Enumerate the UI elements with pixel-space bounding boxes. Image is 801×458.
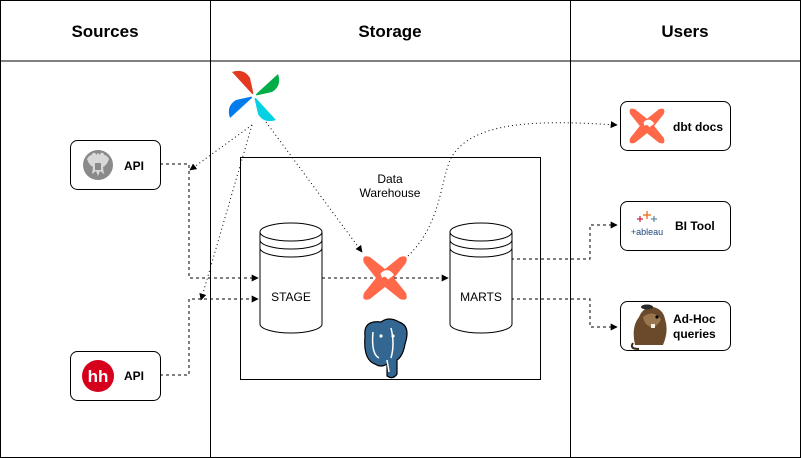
edge-dbt-to-docs — [407, 121, 618, 257]
user-adhoc-label-line1: Ad-Hoc — [673, 312, 716, 326]
user-bi-tool-label: BI Tool — [675, 219, 715, 233]
edge-airflow-to-dbt — [265, 121, 363, 253]
header-sources: Sources — [71, 22, 138, 41]
user-dbt-docs-label: dbt docs — [673, 120, 723, 134]
header-storage: Storage — [358, 22, 421, 41]
stage-label: STAGE — [271, 290, 311, 304]
marts-label: MARTS — [460, 290, 502, 304]
user-dbt-docs: dbt docs — [620, 101, 731, 151]
tableau-icon: +ableau — [631, 211, 663, 237]
edge-source2-to-stage — [160, 295, 259, 376]
hh-logo-text: hh — [88, 367, 109, 386]
hh-logo-icon: hh — [82, 360, 114, 392]
source-api-1: API — [70, 140, 161, 190]
stage-cylinder: STAGE — [259, 222, 323, 334]
source-api-1-label: API — [124, 159, 144, 173]
airflow-icon — [228, 70, 280, 122]
user-bi-tool: +ableau BI Tool — [620, 201, 731, 251]
warehouse-title-line2: Warehouse — [360, 186, 421, 200]
edge-source1-to-stage — [160, 163, 259, 282]
marts-cylinder: MARTS — [449, 222, 513, 334]
edge-marts-to-bi-tool — [511, 221, 618, 260]
warehouse-title-line1: Data — [377, 172, 403, 186]
source-api-2-label: API — [124, 369, 144, 383]
edge-marts-to-adhoc — [511, 298, 618, 331]
postgresql-icon — [364, 318, 408, 379]
edge-airflow-to-source1 — [189, 124, 253, 171]
source-api-2: hh API — [70, 351, 161, 401]
header-users: Users — [661, 22, 708, 41]
user-adhoc-queries: Ad-Hoc queries — [620, 301, 731, 351]
user-adhoc-label-line2: queries — [673, 327, 716, 341]
dbeaver-icon — [630, 304, 667, 350]
tableau-logo-text: +ableau — [631, 227, 663, 237]
russian-coat-of-arms-icon — [83, 150, 113, 180]
